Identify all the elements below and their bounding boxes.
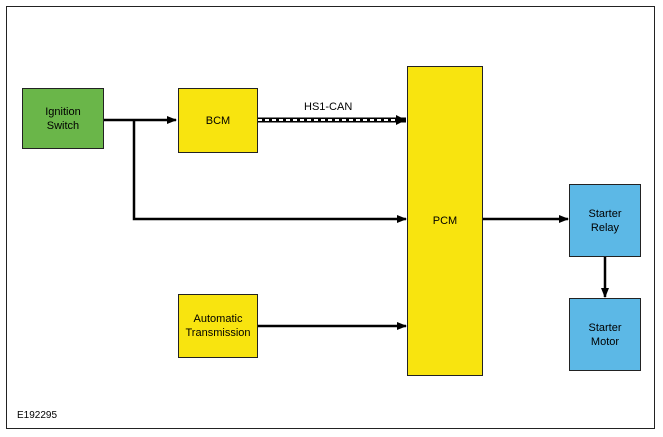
figure-id: E192295 bbox=[17, 410, 58, 421]
node-automatic-transmission: Automatic Transmission bbox=[178, 294, 258, 358]
node-bcm: BCM bbox=[178, 88, 258, 153]
node-ignition-switch: Ignition Switch bbox=[22, 88, 104, 149]
diagram-frame bbox=[6, 6, 655, 429]
node-pcm: PCM bbox=[407, 66, 483, 376]
wire-can-arrowhead bbox=[396, 115, 406, 125]
wire-ignition-to-pcm bbox=[132, 120, 407, 223]
node-starter-relay: Starter Relay bbox=[569, 184, 641, 257]
node-starter-motor: Starter Motor bbox=[569, 298, 641, 371]
edge-label-hs1-can: HS1-CAN bbox=[304, 101, 353, 113]
